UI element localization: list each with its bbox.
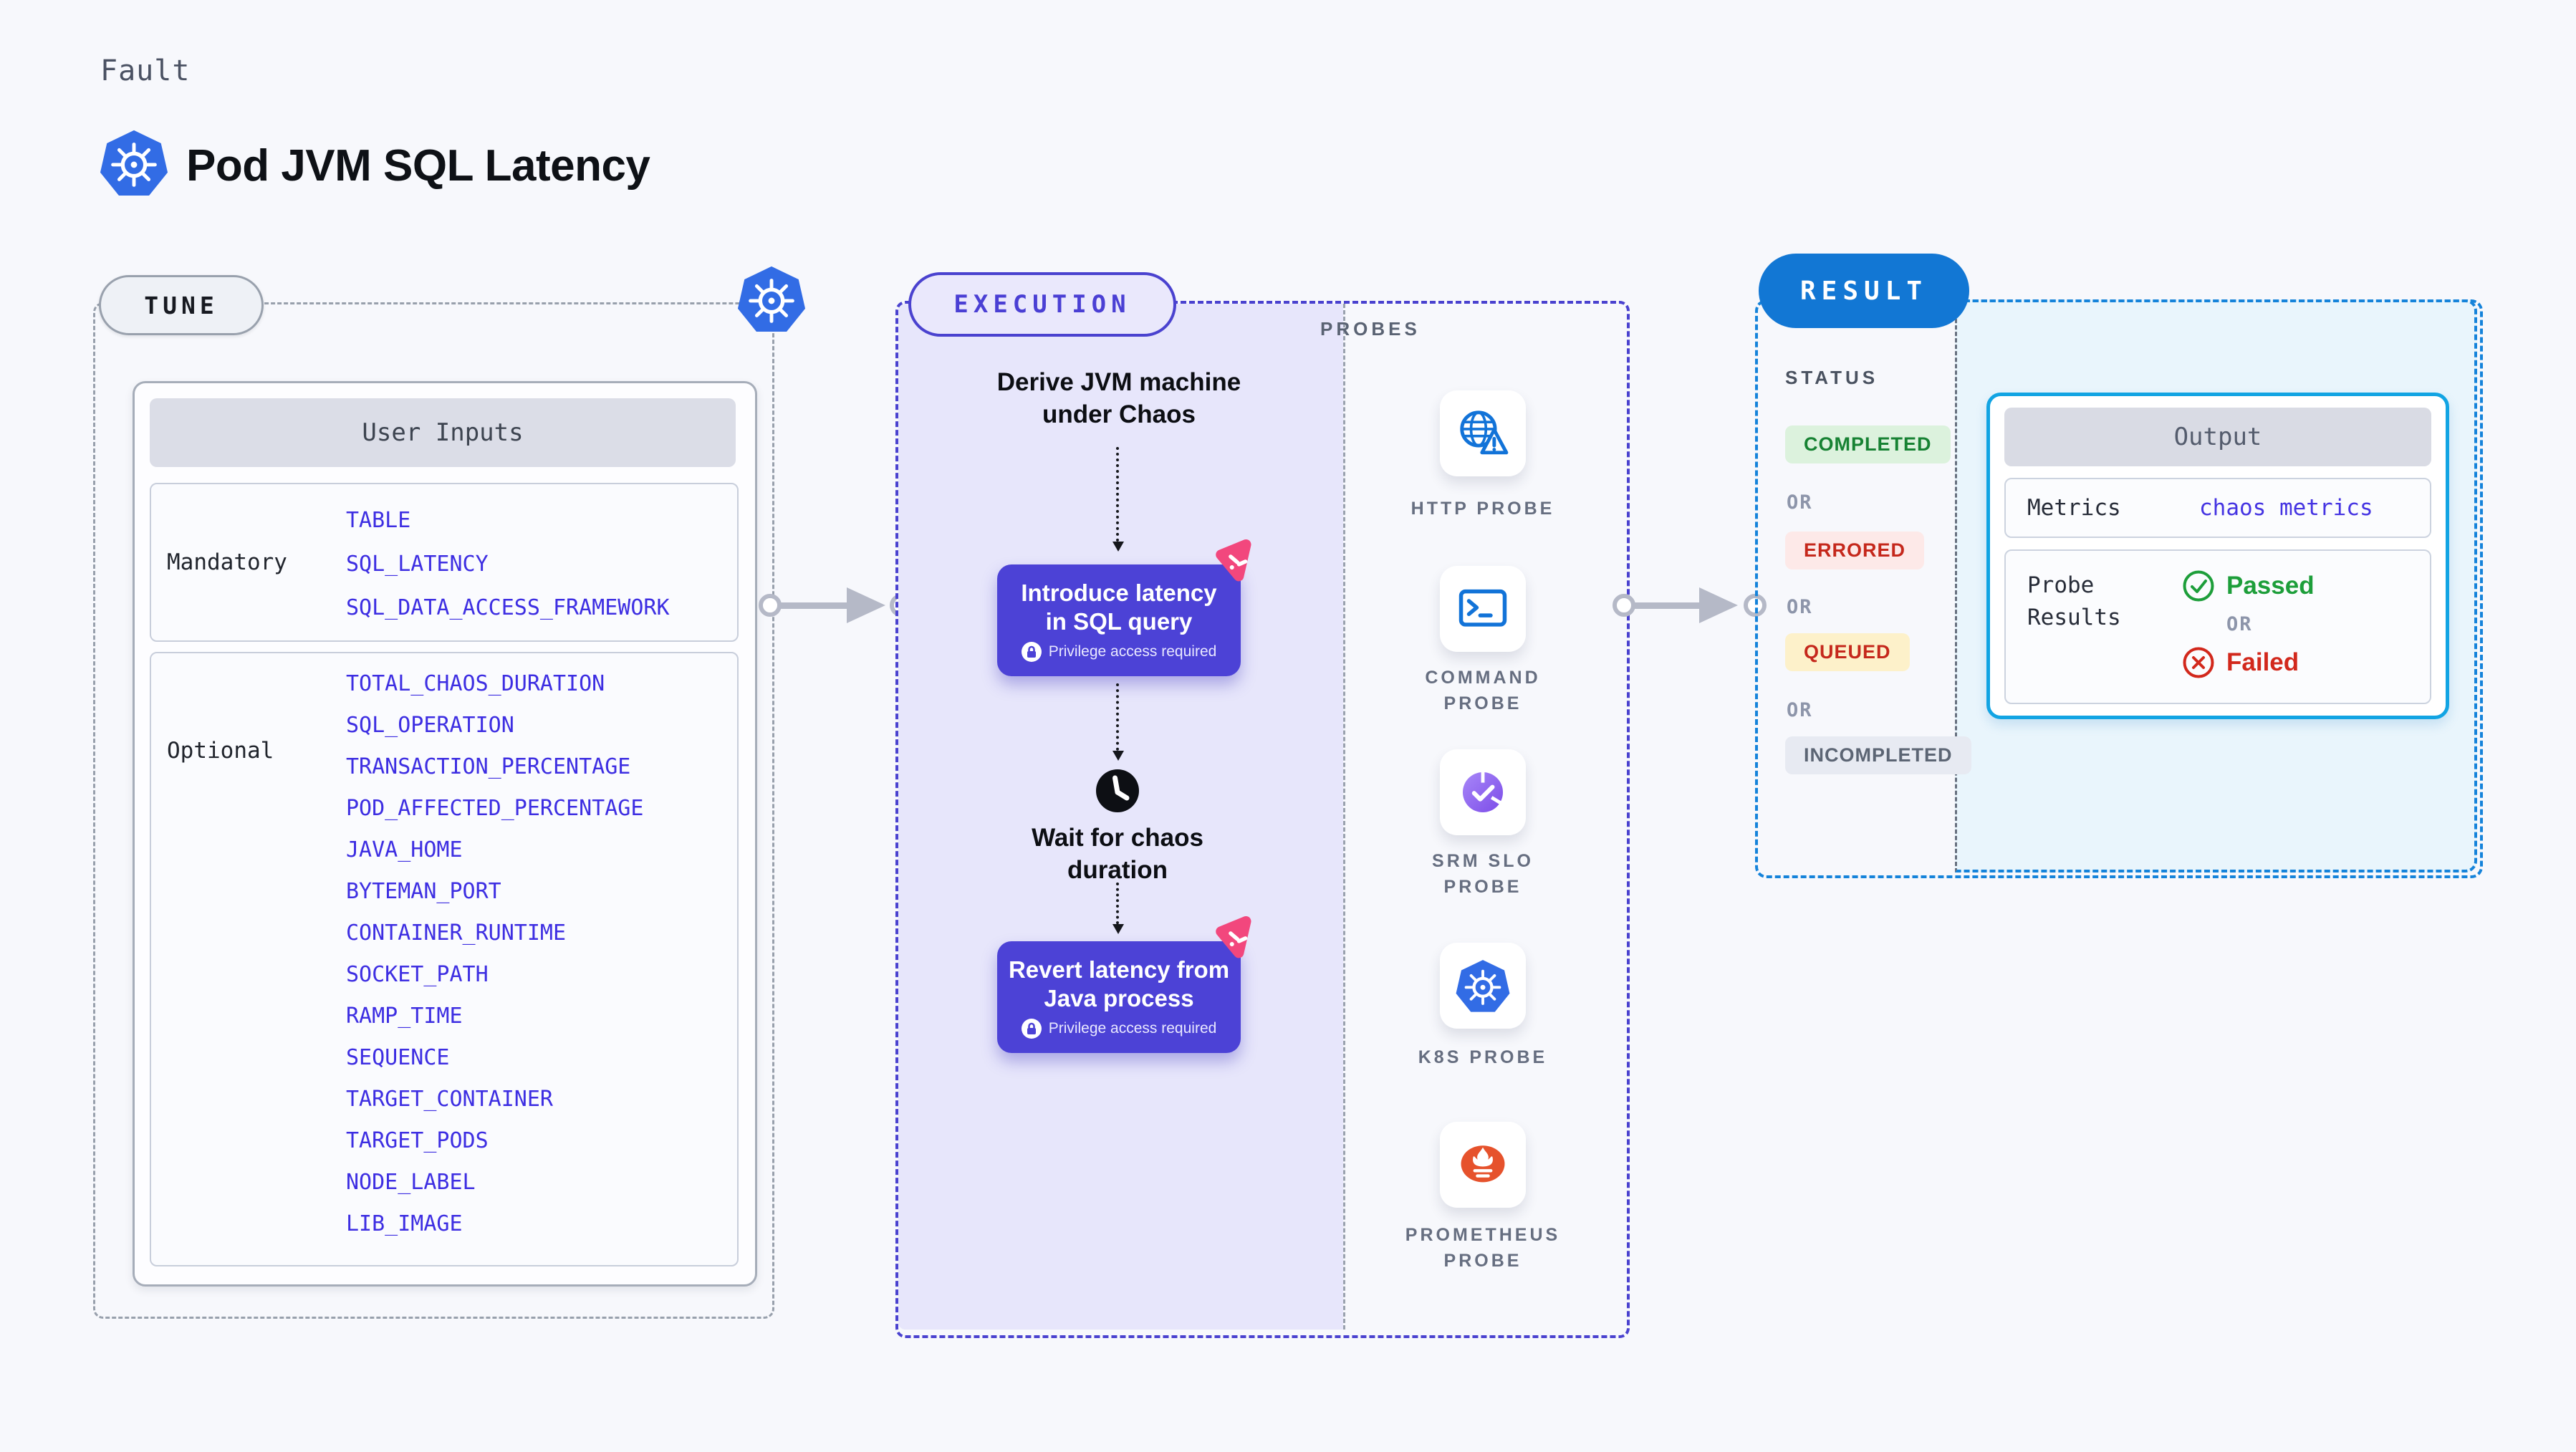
param-item: CONTAINER_RUNTIME [346, 920, 567, 946]
param-item: TARGET_CONTAINER [346, 1087, 553, 1112]
arrow-head-icon [847, 587, 885, 623]
privilege-note-text: Privilege access required [1048, 643, 1217, 660]
derive-step-label: Derive JVM machine under Chaos [996, 368, 1241, 428]
or-label: OR [1787, 491, 1813, 514]
srm-slo-probe-tile [1440, 749, 1526, 835]
flow-arrow-icon [1112, 683, 1124, 761]
prometheus-flame-icon [1461, 1145, 1505, 1183]
status-badge-incompleted: INCOMPLETED [1785, 736, 1971, 774]
revert-latency-label: Revert latency from Java process [1008, 956, 1230, 1011]
fault-eyebrow: Fault [100, 54, 191, 87]
privilege-note-text: Privilege access required [1048, 1020, 1217, 1037]
failed-line: Failed [2182, 646, 2315, 679]
status-badge-queued: QUEUED [1785, 633, 1910, 671]
status-badge-completed: COMPLETED [1785, 425, 1951, 463]
flow-arrow-icon [1112, 883, 1124, 934]
output-header: Output [2004, 408, 2431, 466]
param-item: JAVA_HOME [346, 837, 463, 862]
lock-icon [1021, 1019, 1042, 1039]
globe-warning-icon [1460, 410, 1509, 455]
or-label: OR [1787, 596, 1813, 618]
probes-title: PROBES [1320, 318, 1421, 340]
status-label: STATUS [1785, 367, 1879, 388]
page-title: Pod JVM SQL Latency [186, 141, 650, 191]
param-item: TOTAL_CHAOS_DURATION [346, 671, 605, 696]
terminal-icon [1458, 589, 1507, 627]
inject-latency-node: Introduce latency in SQL query Privilege… [997, 564, 1241, 676]
k8s-probe-label: K8S PROBE [1418, 1047, 1548, 1067]
probe-results-row: Probe Results Passed OR Failed [2004, 549, 2431, 704]
connector-node-icon [1613, 594, 1635, 617]
execution-to-result-connector [1625, 602, 1732, 609]
mandatory-param-list: TABLE SQL_LATENCY SQL_DATA_ACCESS_FRAMEW… [346, 499, 670, 630]
lock-icon [1021, 642, 1042, 663]
param-item: LIB_IMAGE [346, 1211, 463, 1236]
tune-badge: TUNE [99, 275, 264, 335]
execution-flow-background [898, 304, 1343, 1330]
connector-node-icon [759, 594, 782, 617]
optional-label: Optional [167, 738, 274, 764]
user-inputs-header: User Inputs [150, 398, 736, 467]
passed-label: Passed [2226, 572, 2315, 600]
param-item: TARGET_PODS [346, 1128, 489, 1153]
param-item: RAMP_TIME [346, 1004, 463, 1029]
chaos-pink-icon [1216, 539, 1251, 582]
clock-icon [1096, 769, 1139, 812]
optional-inputs-row: Optional TOTAL_CHAOS_DURATION SQL_OPERAT… [150, 652, 739, 1266]
status-badge-errored: ERRORED [1785, 532, 1925, 569]
param-item: TABLE [346, 508, 411, 533]
kubernetes-icon [737, 266, 806, 332]
param-item: SQL_LATENCY [346, 552, 489, 577]
result-badge: RESULT [1759, 254, 1969, 328]
param-item: TRANSACTION_PERCENTAGE [346, 754, 631, 779]
slo-check-icon [1462, 771, 1504, 813]
command-probe-label: COMMAND PROBE [1425, 668, 1541, 713]
or-label: OR [1787, 699, 1813, 721]
metrics-row: Metrics chaos metrics [2004, 478, 2431, 538]
check-circle-icon [2183, 570, 2214, 602]
privilege-note: Privilege access required [1021, 642, 1217, 663]
execution-badge: EXECUTION [908, 272, 1176, 337]
revert-latency-node: Revert latency from Java process Privile… [997, 941, 1241, 1053]
mandatory-inputs-row: Mandatory TABLE SQL_LATENCY SQL_DATA_ACC… [150, 483, 739, 642]
srm-slo-probe-label: SRM SLO PROBE [1432, 851, 1534, 897]
output-card: Output Metrics chaos metrics Probe Resul… [1986, 393, 2449, 719]
kubernetes-icon [1456, 960, 1510, 1012]
param-item: NODE_LABEL [346, 1170, 476, 1195]
kubernetes-icon [100, 130, 168, 196]
tune-to-execution-connector [771, 602, 878, 609]
tune-section-box [93, 302, 774, 1319]
result-section-box [1755, 299, 2483, 878]
mandatory-label: Mandatory [167, 549, 287, 575]
privilege-note: Privilege access required [1021, 1019, 1217, 1039]
optional-param-list: TOTAL_CHAOS_DURATION SQL_OPERATION TRANS… [346, 663, 643, 1245]
param-item: POD_AFFECTED_PERCENTAGE [346, 796, 644, 821]
param-item: SQL_DATA_ACCESS_FRAMEWORK [346, 595, 670, 620]
metrics-label: Metrics [2027, 495, 2121, 521]
passed-line: Passed [2182, 569, 2315, 602]
http-probe-tile [1440, 390, 1526, 476]
k8s-probe-tile [1440, 943, 1526, 1029]
chaos-pink-icon [1216, 915, 1251, 958]
probe-results-label: Probe Results [2027, 572, 2121, 630]
probe-results-values: Passed OR Failed [2182, 569, 2315, 684]
arrow-head-icon [1699, 587, 1738, 623]
execution-section-box [895, 301, 1630, 1338]
prometheus-probe-tile [1440, 1122, 1526, 1208]
prometheus-probe-label: PROMETHEUS PROBE [1405, 1225, 1561, 1271]
or-label: OR [2226, 613, 2253, 635]
wait-step-label: Wait for chaos duration [1032, 824, 1203, 884]
param-item: SOCKET_PATH [346, 962, 489, 987]
inject-latency-label: Introduce latency in SQL query [1021, 579, 1217, 635]
execution-probes-divider [1343, 304, 1345, 1330]
http-probe-label: HTTP PROBE [1410, 499, 1555, 519]
param-item: BYTEMAN_PORT [346, 879, 501, 904]
failed-label: Failed [2226, 648, 2299, 676]
command-probe-tile [1440, 566, 1526, 652]
param-item: SEQUENCE [346, 1045, 450, 1070]
metrics-value: chaos metrics [2199, 495, 2373, 521]
x-circle-icon [2183, 647, 2214, 678]
flow-arrow-icon [1112, 447, 1124, 552]
param-item: SQL_OPERATION [346, 713, 514, 738]
